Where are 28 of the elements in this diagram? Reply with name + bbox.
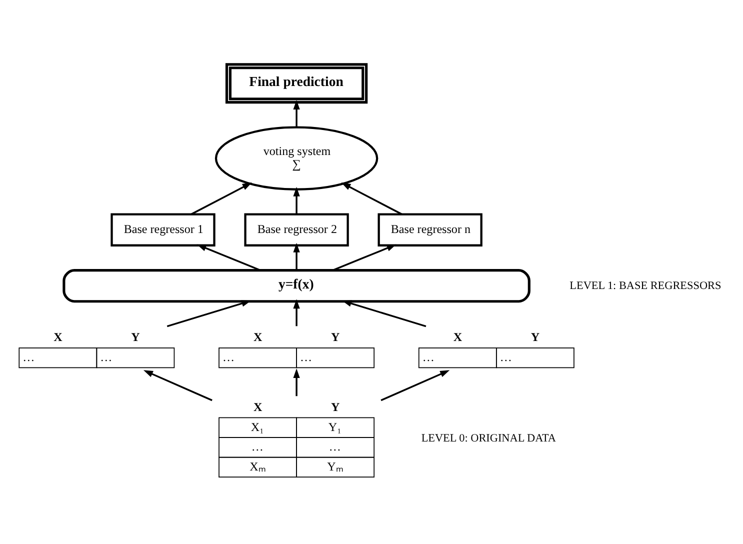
node-box: Final prediction	[225, 62, 368, 104]
arrow	[341, 182, 402, 214]
node-box: Base regressor 1	[110, 212, 216, 246]
arrow	[166, 300, 252, 327]
node-box: Base regressor n	[378, 212, 482, 246]
arrow	[293, 368, 300, 396]
arrow	[196, 244, 261, 271]
node-label: Y	[331, 399, 340, 414]
arrow	[293, 242, 300, 270]
label: LEVEL 0: ORIGINAL DATA	[421, 432, 556, 444]
arrow	[293, 298, 300, 326]
node-label: Y	[530, 330, 540, 344]
label: LEVEL 1: BASE REGRESSORS	[570, 279, 722, 292]
node-label: Y	[331, 330, 340, 344]
node-label: X	[54, 330, 62, 344]
arrow	[380, 370, 450, 401]
node-box: y=f(x)	[62, 268, 530, 302]
node-box: Base regressor 2	[244, 212, 349, 246]
arrow	[293, 100, 300, 127]
node-label: X	[253, 330, 262, 344]
arrow	[332, 244, 396, 271]
node-label: Y	[131, 330, 140, 344]
arrow	[143, 370, 212, 401]
node-label: X	[253, 399, 262, 414]
arrow	[190, 182, 252, 214]
arrow	[342, 300, 426, 327]
node-label: X	[453, 330, 462, 344]
arrow	[293, 186, 300, 214]
